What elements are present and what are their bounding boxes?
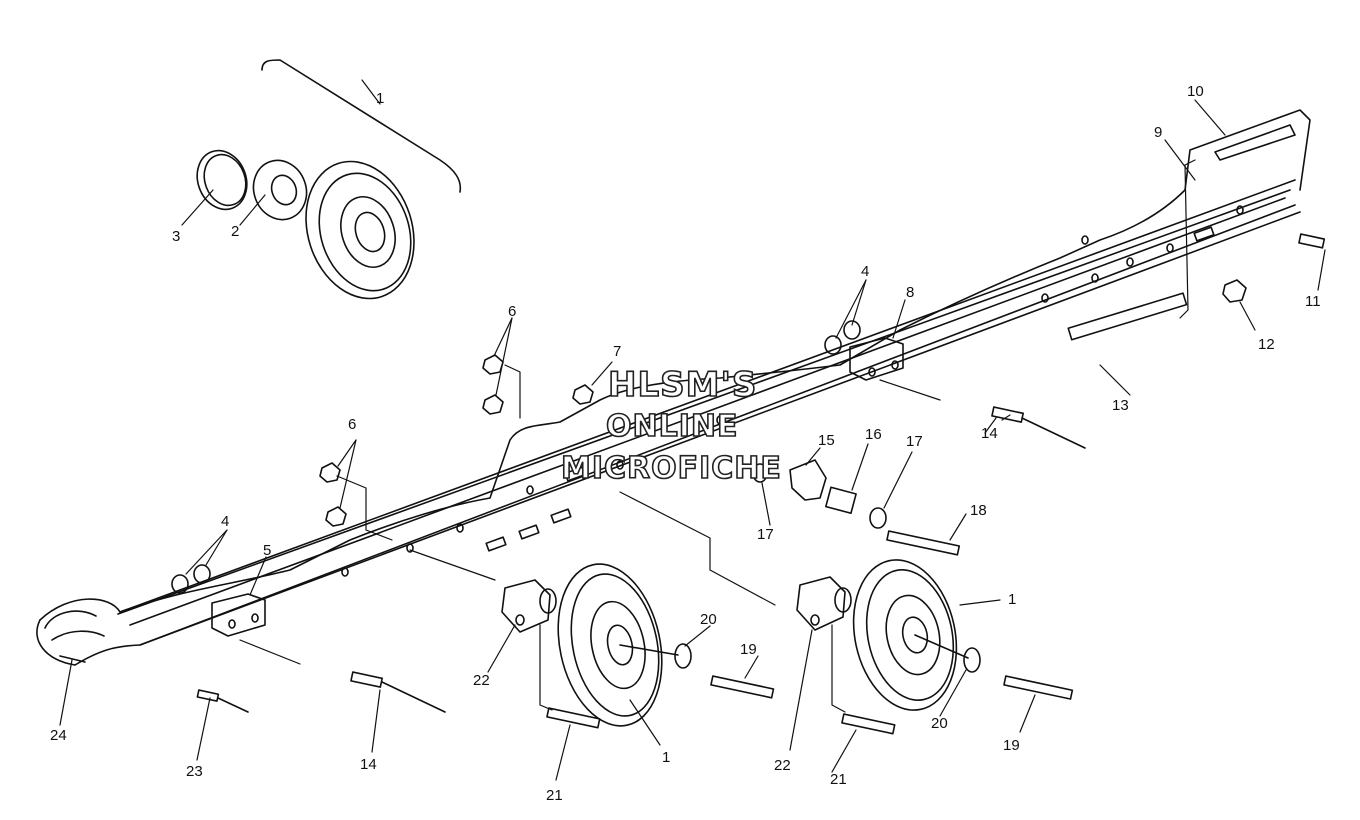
callout-label: 21 <box>546 787 563 804</box>
callout-label: 1 <box>1008 591 1016 608</box>
callout-label: 11 <box>1305 293 1321 310</box>
callout-label: 19 <box>740 641 757 658</box>
callout-label: 18 <box>970 502 987 519</box>
callout-label: 7 <box>613 343 621 360</box>
callout-label: 15 <box>818 432 835 449</box>
callout-label: 23 <box>186 763 203 780</box>
watermark-line-1: HLSM'S <box>607 365 758 405</box>
mounting-block-rear <box>849 337 904 381</box>
callout-label: 8 <box>906 284 914 301</box>
callout-label: 17 <box>757 526 774 543</box>
callout-label: 4 <box>861 263 869 280</box>
callout-label: 1 <box>376 90 384 107</box>
callout-label: 22 <box>473 672 490 689</box>
callout-label: 5 <box>263 542 271 559</box>
callout-label: 13 <box>1112 397 1129 414</box>
rail-holes <box>341 205 1244 577</box>
callout-label: 6 <box>508 303 516 320</box>
callout-label: 16 <box>865 426 882 443</box>
washers-4 <box>171 320 861 594</box>
rail-assembly <box>36 109 1311 666</box>
callout-label: 9 <box>1154 124 1162 141</box>
callout-label: 20 <box>931 715 948 732</box>
mounting-block-front <box>211 593 266 637</box>
callout-label: 12 <box>1258 336 1275 353</box>
callout-label: 21 <box>830 771 847 788</box>
callout-label: 19 <box>1003 737 1020 754</box>
callout-label: 6 <box>348 416 356 433</box>
callout-label: 14 <box>981 425 998 442</box>
watermark-line-2: ONLINE <box>605 409 739 444</box>
leader-lines <box>59 79 1326 781</box>
lower-wheel-left <box>557 563 692 727</box>
callout-label: 14 <box>360 756 377 773</box>
watermark-line-3: MICROFICHE <box>560 451 782 486</box>
spacer-15-16-17 <box>752 459 887 529</box>
lower-wheel-right <box>852 559 981 711</box>
callout-numbers: 1 2 3 10 9 11 12 13 4 8 6 7 14 15 16 17 … <box>50 83 1321 804</box>
callout-label: 20 <box>700 611 717 628</box>
callout-label: 22 <box>774 757 791 774</box>
top-wheel-assembly <box>196 59 462 300</box>
callout-label: 10 <box>1187 83 1204 100</box>
callout-label: 2 <box>231 223 239 240</box>
axle-bracket-left <box>501 579 557 633</box>
callout-label: 17 <box>906 433 923 450</box>
callout-label: 4 <box>221 513 229 530</box>
callout-label: 3 <box>172 228 180 245</box>
callout-label: 24 <box>50 727 67 744</box>
callout-label: 1 <box>662 749 670 766</box>
bolts <box>196 233 1326 735</box>
axle-bracket-right <box>796 576 852 631</box>
